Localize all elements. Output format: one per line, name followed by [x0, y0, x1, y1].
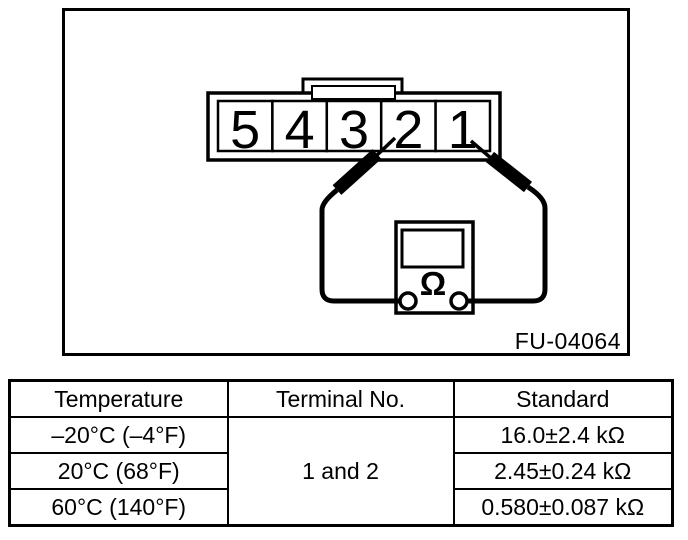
standard-value: 0.580±0.087 kΩ	[452, 488, 674, 527]
meter-jack-left	[398, 291, 418, 311]
terminal-cell-4	[271, 99, 329, 153]
figure-code: FU-04064	[510, 330, 621, 353]
terminal-number: 5	[230, 100, 260, 160]
terminal-number: 2	[393, 100, 423, 160]
table-row: 20°C (68°F) 2.45±0.24 kΩ	[8, 452, 674, 490]
test-lead-wire-left	[319, 188, 403, 304]
header-standard: Standard	[452, 379, 674, 418]
probe-left	[332, 136, 397, 195]
table-header-row: Temperature Terminal No. Standard	[8, 379, 674, 418]
standard-value: 16.0±2.4 kΩ	[452, 416, 674, 454]
ohm-symbol: Ω	[420, 265, 446, 302]
probe-tip-right	[469, 139, 494, 161]
meter-jack-right	[449, 291, 469, 311]
terminal-number: 3	[339, 100, 369, 160]
table-row: 60°C (140°F) 0.580±0.087 kΩ	[8, 488, 674, 527]
terminal-cell-3	[325, 99, 383, 153]
terminal-no-value: 1 and 2	[226, 416, 455, 527]
terminal-number: 4	[285, 100, 315, 160]
probe-right	[469, 139, 533, 193]
connector-test-diagram: 5 4 3 2 1 Ω	[62, 8, 630, 356]
temperature-value: 20°C (68°F)	[8, 452, 229, 490]
ohmmeter-display	[400, 228, 465, 269]
table-row: –20°C (–4°F) 1 and 2 16.0±2.4 kΩ	[8, 416, 674, 527]
terminal-cells	[216, 99, 492, 153]
connector-tab-inner	[311, 85, 396, 100]
probe-body-left	[332, 149, 382, 195]
standard-value: 2.45±0.24 kΩ	[452, 452, 674, 490]
terminal-number: 1	[448, 100, 478, 160]
header-temperature: Temperature	[8, 379, 229, 418]
temperature-value: 60°C (140°F)	[8, 488, 229, 527]
diagram-svg: 5 4 3 2 1 Ω	[206, 77, 548, 315]
temperature-value: –20°C (–4°F)	[8, 416, 229, 454]
probe-body-right	[485, 151, 533, 193]
probe-tip-left	[373, 136, 397, 159]
terminal-cell-5	[216, 99, 274, 153]
header-terminal-no: Terminal No.	[226, 379, 455, 418]
terminal-cell-1	[434, 99, 492, 153]
test-lead-wire-right	[465, 184, 548, 304]
terminal-numbers: 5 4 3 2 1	[230, 100, 478, 160]
resistance-spec-table: Temperature Terminal No. Standard –20°C …	[8, 379, 674, 527]
